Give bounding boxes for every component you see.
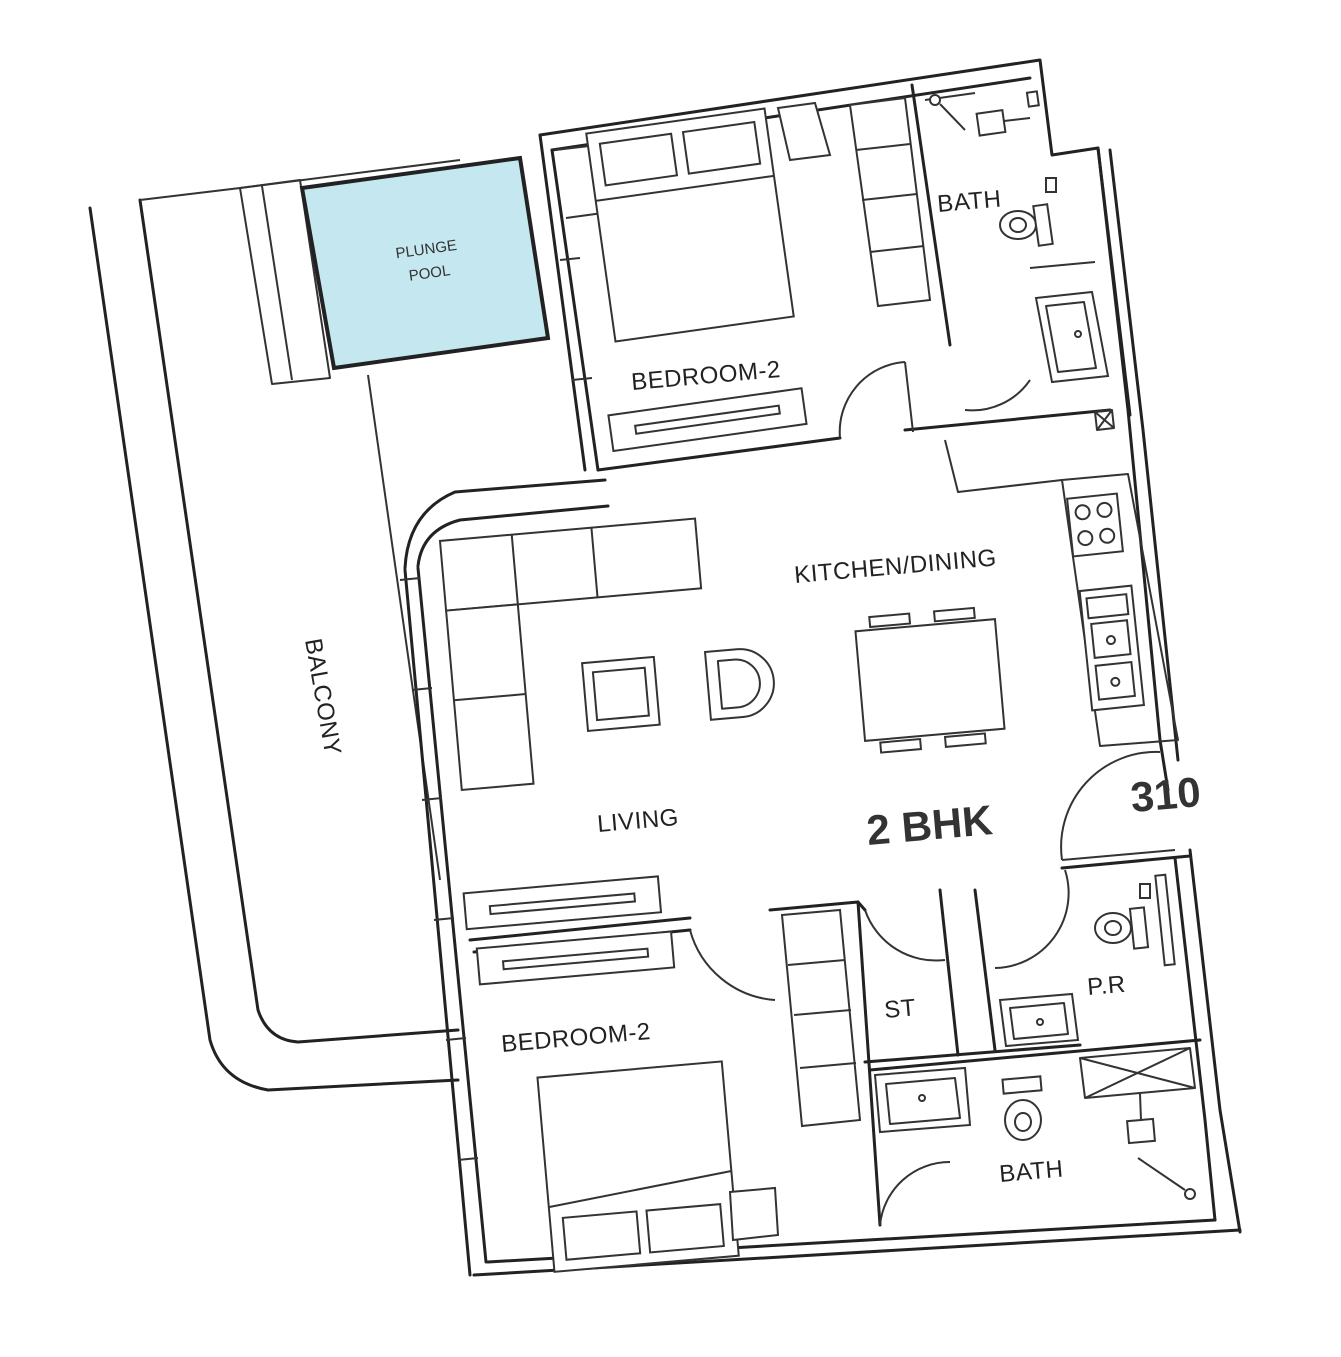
window-ticks [399,257,593,1161]
dining-set [854,606,1006,754]
powder-room: P.R [973,854,1192,1052]
unit-type-label: 2 BHK [865,796,995,854]
balcony-label: BALCONY [299,636,346,757]
bedroom-bottom: BEDROOM-2 [462,875,882,1273]
bedroom-top-label: BEDROOM-2 [630,356,782,396]
kitchen-dining-label: KITCHEN/DINING [793,544,998,589]
living-label: LIVING [596,804,680,838]
tv-unit-living [462,875,663,931]
living-kitchen-walls [403,439,1063,570]
wardrobe-bottom [780,908,862,1128]
plunge-pool-water [299,155,551,371]
tv-unit-top [607,387,808,453]
kitchen-counter [1061,473,1179,747]
bath-top: BATH [910,83,1115,431]
armchair [703,648,775,721]
plunge-pool-label-2: POOL [408,262,452,285]
tv-unit-bottom [475,930,676,986]
store-label: ST [883,994,917,1024]
entry-door [1060,750,1176,861]
outer-walls [403,58,1242,1277]
wardrobe-top [848,96,932,308]
sofa [438,517,703,792]
bedroom-top: BEDROOM-2 [554,96,1112,472]
bed-top [585,107,795,343]
store-room: ST [856,888,1082,1064]
kitchen-sink [1078,584,1146,712]
bedroom-bottom-label: BEDROOM-2 [500,1018,652,1058]
bath-bottom: BATH [868,1038,1202,1226]
bed-bottom [536,1060,740,1273]
unit-number-label: 310 [1129,768,1203,821]
cooktop [1066,492,1124,558]
powder-room-label: P.R [1086,971,1127,1001]
bath-top-label: BATH [936,185,1002,217]
plunge-pool: PLUNGE POOL [239,155,551,385]
coffee-table [580,655,661,733]
bath-bottom-label: BATH [998,1155,1064,1187]
